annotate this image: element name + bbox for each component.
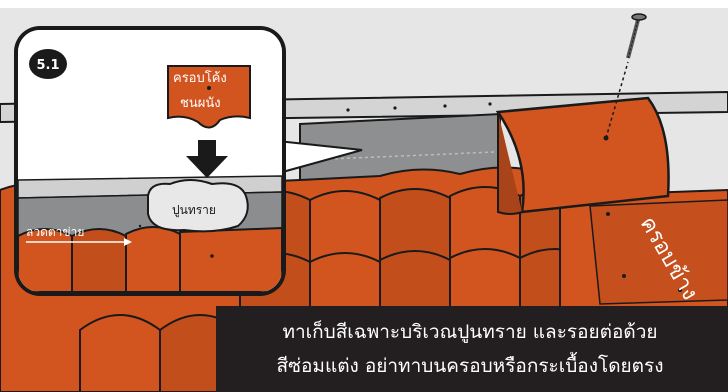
curved-cap-label-line1: ครอบโค้ง	[173, 70, 227, 86]
caption-line-1: ทาเก็บสีเฉพาะบริเวณปูนทราย และรอยต่อด้วย	[282, 319, 657, 343]
caption-line-2: สีซ่อมแต่ง อย่าทาบนครอบหรือกระเบื้องโดยต…	[277, 352, 664, 377]
step-badge: 5.1	[29, 49, 67, 79]
curved-cap-label-line2: ชนผนัง	[180, 96, 221, 111]
mesh-label: ลวดตาข่าย	[26, 225, 84, 239]
mortar-label: ปูนทราย	[172, 203, 216, 218]
step-number: 5.1	[36, 58, 59, 73]
detail-inset-panel: ปูนทราย ลวดตาข่าย ครอบโค้ง ชนผนัง 5.1	[14, 26, 286, 296]
caption-box: ทาเก็บสีเฉพาะบริเวณปูนทราย และรอยต่อด้วย…	[216, 306, 728, 392]
